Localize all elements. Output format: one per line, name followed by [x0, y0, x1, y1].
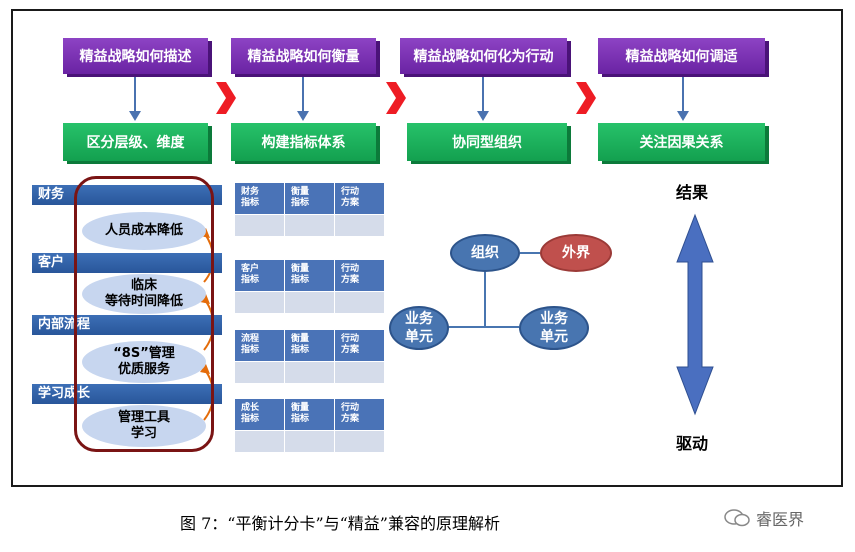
org-unit-left-node: 业务 单元 [389, 306, 449, 350]
oval-finance-line1: 人员成本降低 [104, 223, 183, 238]
result-label: 结果 [676, 183, 709, 202]
step-question-2-label: 精益战略如何衡量 [247, 49, 360, 65]
matrix-col-indicator: 成长指标 [235, 399, 285, 430]
step-question-2: 精益战略如何衡量 [231, 38, 376, 74]
diagram-frame [11, 9, 843, 487]
matrix-col-measure: 衡量指标 [285, 330, 335, 361]
org-unit-left-line2: 单元 [405, 329, 433, 345]
oval-process-line1: “8S”管理 [113, 346, 175, 361]
matrix-col-action: 行动方案 [335, 330, 385, 361]
figure-caption: 图 7：“平衡计分卡”与“精益”兼容的原理解析 [180, 514, 500, 533]
matrix-col-measure: 衡量指标 [285, 399, 335, 430]
org-center-label: 组织 [471, 245, 499, 261]
watermark: 睿医界 [724, 506, 804, 530]
step-question-4: 精益战略如何调适 [598, 38, 765, 74]
step-question-1: 精益战略如何描述 [63, 38, 208, 74]
org-outside-node: 外界 [540, 234, 612, 272]
oval-process-goal: “8S”管理 优质服务 [82, 341, 206, 383]
oval-learning-line2: 学习 [130, 426, 157, 441]
org-center-node: 组织 [450, 234, 520, 272]
oval-customer-line1: 临床 [130, 278, 157, 293]
oval-learning-line1: 管理工具 [117, 410, 170, 425]
oval-learning-goal: 管理工具 学习 [82, 405, 206, 447]
chevron-2 [386, 82, 406, 114]
category-label-customer: 客户 [38, 255, 65, 270]
category-bar-learning: 学习成长 [32, 384, 222, 404]
oval-customer-line2: 等待时间降低 [104, 294, 183, 309]
matrix-col-indicator: 财务指标 [235, 183, 285, 214]
category-bar-customer: 客户 [32, 253, 222, 273]
indicator-matrix-growth: 成长指标衡量指标行动方案 [235, 399, 385, 452]
step-answer-3: 协同型组织 [407, 123, 567, 161]
oval-customer-goal: 临床 等待时间降低 [82, 274, 206, 314]
matrix-col-indicator: 客户指标 [235, 260, 285, 291]
double-arrow [676, 213, 714, 416]
oval-finance-goal: 人员成本降低 [82, 212, 206, 250]
org-unit-right-line2: 单元 [540, 329, 568, 345]
matrix-col-action: 行动方案 [335, 260, 385, 291]
indicator-matrix-process: 流程指标衡量指标行动方案 [235, 330, 385, 383]
category-label-learning: 学习成长 [38, 386, 91, 401]
step-answer-1-label: 区分层级、维度 [86, 135, 185, 151]
step-question-4-label: 精益战略如何调适 [625, 49, 738, 65]
org-unit-right-node: 业务 单元 [519, 306, 589, 350]
matrix-col-action: 行动方案 [335, 399, 385, 430]
matrix-col-action: 行动方案 [335, 183, 385, 214]
chevron-1 [216, 82, 236, 114]
org-outside-label: 外界 [562, 245, 590, 261]
category-label-process: 内部流程 [38, 317, 91, 332]
step-question-1-label: 精益战略如何描述 [79, 49, 192, 65]
wechat-icon [724, 509, 750, 527]
matrix-col-measure: 衡量指标 [285, 260, 335, 291]
chevron-3 [576, 82, 596, 114]
matrix-col-indicator: 流程指标 [235, 330, 285, 361]
category-label-finance: 财务 [38, 187, 65, 202]
matrix-col-measure: 衡量指标 [285, 183, 335, 214]
category-bar-process: 内部流程 [32, 315, 222, 335]
step-answer-1: 区分层级、维度 [63, 123, 208, 161]
indicator-matrix-customer: 客户指标衡量指标行动方案 [235, 260, 385, 313]
indicator-matrix-finance: 财务指标衡量指标行动方案 [235, 183, 385, 236]
step-question-3-label: 精益战略如何化为行动 [413, 49, 554, 65]
org-unit-right-line1: 业务 [540, 311, 568, 327]
driver-label: 驱动 [676, 434, 709, 453]
step-answer-2-label: 构建指标体系 [261, 135, 346, 151]
watermark-text: 睿医界 [756, 510, 805, 529]
org-unit-left-line1: 业务 [405, 311, 433, 327]
step-answer-2: 构建指标体系 [231, 123, 376, 161]
strategy-map-container [74, 176, 214, 452]
step-answer-3-label: 协同型组织 [452, 135, 522, 151]
step-answer-4-label: 关注因果关系 [639, 135, 724, 151]
step-question-3: 精益战略如何化为行动 [400, 38, 567, 74]
step-answer-4: 关注因果关系 [598, 123, 765, 161]
oval-process-line2: 优质服务 [117, 362, 170, 377]
